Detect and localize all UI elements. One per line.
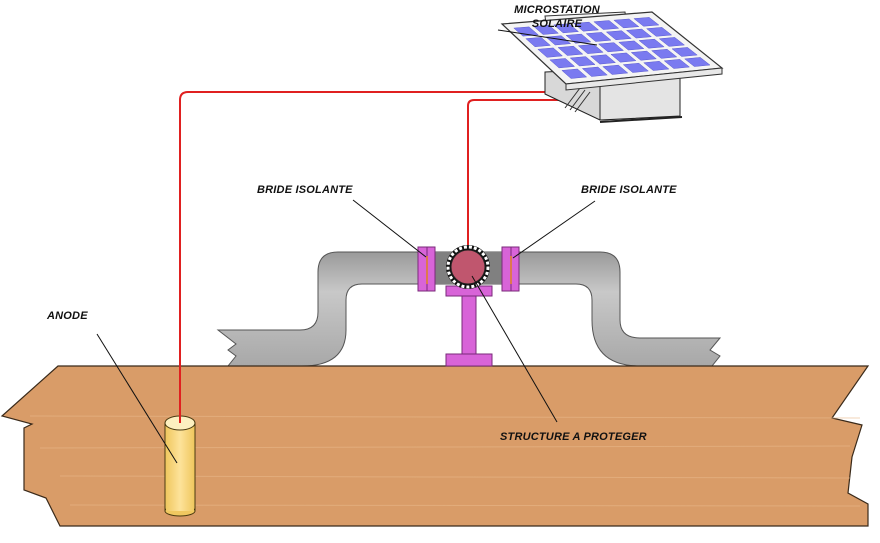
leader-structure [471, 275, 558, 423]
solar-cell [610, 52, 637, 63]
solar-cell [630, 50, 657, 61]
label-anode: ANODE [47, 310, 88, 322]
pipe-cross-section [446, 245, 490, 289]
solar-cell [525, 37, 551, 47]
solar-cell [593, 20, 620, 30]
solar-cell [565, 33, 592, 44]
solar-cell [569, 56, 596, 67]
wire-anode [179, 91, 560, 423]
label-structure: STRUCTURE A PROTEGER [500, 431, 647, 443]
solar-cell [613, 18, 640, 29]
leader-flange-right [512, 200, 596, 259]
label-flange-right: BRIDE ISOLANTE [581, 184, 677, 196]
solar-cell [643, 61, 670, 71]
solar-cell [577, 44, 604, 54]
solar-cell [589, 54, 617, 65]
anode-cylinder [164, 415, 196, 517]
leader-flange-left [352, 199, 427, 258]
solar-cell [553, 23, 580, 34]
solar-cell [549, 58, 576, 69]
solar-cell [622, 62, 649, 73]
solar-cell [602, 64, 629, 75]
solar-cell [633, 17, 660, 27]
leader-solar [497, 29, 598, 46]
solar-cell [537, 47, 564, 58]
solar-cell [597, 42, 625, 53]
solar-cell [573, 21, 600, 32]
solar-cell [658, 37, 686, 47]
solar-cell [663, 59, 691, 69]
solar-microstation [500, 11, 724, 123]
solar-cell [625, 28, 653, 39]
label-microstation-line1: MICROSTATION [514, 4, 600, 16]
solar-cell [671, 47, 698, 57]
ground-soil [0, 365, 870, 527]
solar-cell [561, 68, 588, 79]
solar-cell [684, 57, 711, 67]
wire-structure [467, 99, 592, 245]
solar-cell [605, 30, 632, 41]
solar-cell [651, 49, 678, 59]
solar-cell [645, 27, 673, 37]
label-microstation-line2: SOLAIRE [531, 18, 583, 30]
wires [179, 91, 592, 423]
solar-cell [618, 40, 645, 51]
label-flange-left: BRIDE ISOLANTE [257, 184, 353, 196]
leader-anode [96, 333, 178, 464]
solar-cells [513, 17, 711, 79]
insulating-flange-left [417, 246, 436, 292]
solar-cell [581, 66, 608, 77]
leader-lines [96, 29, 598, 464]
support-ibeam [445, 285, 493, 367]
insulating-flange-right [501, 246, 520, 292]
solar-cell [533, 25, 559, 35]
solar-cell [638, 38, 665, 49]
solar-cell [585, 32, 612, 42]
solar-cell [557, 45, 584, 56]
